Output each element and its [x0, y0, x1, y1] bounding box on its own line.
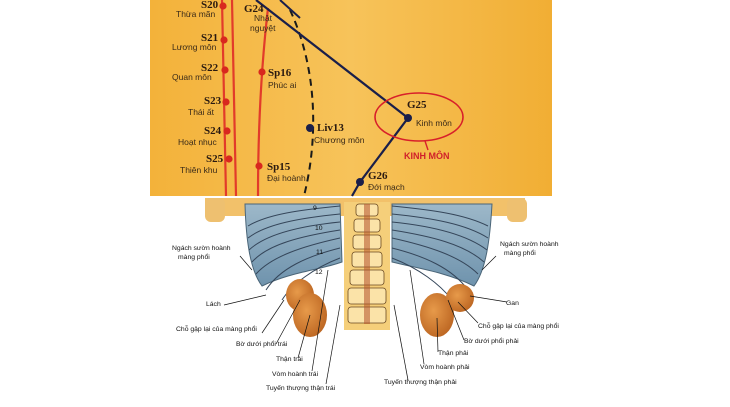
highlight-label: KINH MÔN: [404, 150, 450, 161]
point-s22: [221, 66, 229, 74]
code-sp16: Sp16: [268, 67, 292, 79]
point-s23: [222, 98, 230, 106]
gallbladder-meridian-line: [255, 0, 410, 197]
label-right-adrenal: Tuyến thượng thận phải: [384, 377, 457, 386]
liver-organ: [446, 284, 474, 312]
gallbladder-points: G24 Nhật nguyệt G25 Kinh môn G26 Đới mạc…: [244, 3, 452, 192]
left-arm-stub: [205, 198, 225, 222]
point-liv13: [306, 124, 314, 132]
name-sp16: Phúc ai: [268, 80, 296, 90]
label-liver: Gan: [506, 300, 519, 307]
point-s25: [225, 155, 233, 163]
point-sp15: [255, 162, 263, 170]
ribs-left: [247, 205, 341, 301]
right-kidney: [420, 293, 454, 337]
label-right-lung-border: Bờ dưới phổi phải: [464, 337, 519, 345]
spinal-cord: [364, 204, 370, 324]
point-s20: [219, 2, 227, 10]
label-right-kidney: Thận phải: [438, 350, 469, 357]
code-liv13: Liv13: [317, 122, 344, 134]
costal-margin-dashed: [289, 9, 315, 197]
name-sp15: Đại hoành: [267, 173, 306, 183]
rib-number-10: 10: [315, 225, 323, 232]
bottom-anatomy-panel: 9 10 11 12: [172, 198, 559, 392]
label-left-costodiaphragmatic-1: Ngách sườn hoành: [172, 245, 231, 252]
name-g26: Đới mạch: [368, 182, 405, 192]
highlight-circle: [374, 92, 464, 142]
top-acupoint-panel: KINH MÔN S20 Thừa mãn S21 Lương môn S22 …: [150, 0, 552, 197]
rib-number-12: 12: [315, 269, 323, 276]
point-g26: [356, 178, 364, 186]
name-g24-line1: Nhật: [254, 13, 273, 23]
rib-number-11: 11: [316, 249, 323, 256]
label-left-diaphragm-dome: Vòm hoành trái: [272, 371, 319, 378]
code-s21: S21: [201, 32, 218, 44]
name-g25: Kinh môn: [416, 118, 452, 128]
code-g25: G25: [407, 99, 427, 111]
code-g24: G24: [244, 3, 264, 15]
code-sp15: Sp15: [267, 161, 291, 173]
rib-number-9: 9: [313, 205, 317, 212]
name-s20: Thừa mãn: [176, 9, 216, 19]
code-s20: S20: [201, 0, 219, 11]
name-s22: Quan môn: [172, 72, 212, 82]
right-arm-stub: [507, 198, 527, 222]
name-s23: Thái ất: [188, 107, 215, 117]
ribs-right: [391, 205, 489, 301]
spleen-points: Sp16 Phúc ai Sp15 Đại hoành: [255, 67, 306, 183]
name-g24-line2: nguyệt: [250, 23, 276, 33]
stomach-meridian-line: [220, 0, 228, 197]
label-left-costodiaphragmatic-2: màng phổi: [178, 253, 210, 261]
point-g25: [404, 114, 412, 122]
point-s21: [220, 36, 228, 44]
stomach-points: S20 Thừa mãn S21 Lương môn S22 Quan môn …: [172, 0, 233, 175]
code-g26: G26: [368, 170, 388, 182]
stomach-meridian-line-2: [230, 0, 238, 197]
label-right-costodiaphragmatic-1: Ngách sườn hoành: [500, 241, 559, 248]
skin-background: [150, 0, 552, 196]
name-s21: Lương môn: [172, 42, 217, 52]
code-s25: S25: [206, 153, 224, 165]
code-s23: S23: [204, 95, 222, 107]
label-right-costodiaphragmatic-2: màng phổi: [504, 249, 536, 257]
gallbladder-upper-line: [279, 0, 301, 19]
label-left-kidney: Thận trái: [276, 356, 303, 363]
name-s24: Hoạt nhục: [178, 137, 217, 147]
highlight-pointer: [424, 140, 429, 151]
code-s24: S24: [204, 125, 222, 137]
label-spleen: Lách: [206, 301, 221, 308]
name-s25: Thiên khu: [180, 165, 218, 175]
vertebrae: [347, 203, 387, 324]
label-left-lung-border: Bờ dưới phổi trái: [236, 340, 288, 348]
label-right-diaphragm-dome: Vòm hoành phải: [420, 364, 470, 371]
name-liv13: Chương môn: [314, 135, 365, 145]
point-sp16: [258, 68, 266, 76]
point-s24: [223, 127, 231, 135]
spleen-meridian-line: [256, 7, 270, 197]
label-left-pleural-fold: Chỗ gập lại của màng phổi: [176, 324, 257, 333]
label-left-adrenal: Tuyến thượng thận trái: [266, 383, 336, 392]
code-s22: S22: [201, 62, 219, 74]
leader-lines: [223, 255, 508, 385]
label-right-pleural-fold: Chỗ gập lại của màng phổi: [478, 321, 559, 330]
